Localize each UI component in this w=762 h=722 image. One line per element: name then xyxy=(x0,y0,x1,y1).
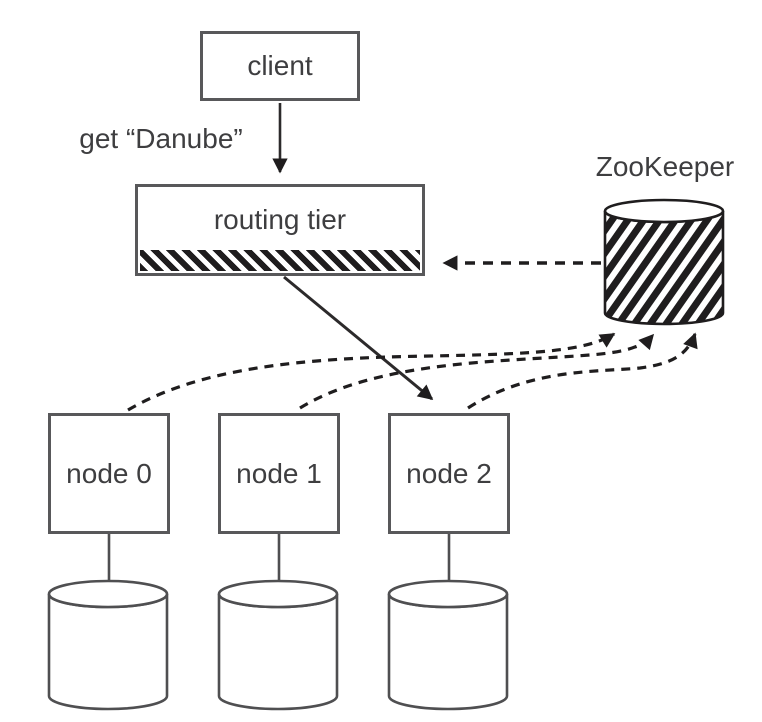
client-box: client xyxy=(200,31,360,101)
zookeeper-cylinder-icon xyxy=(603,198,725,326)
node2-to-zookeeper-dashed-arrow xyxy=(467,332,698,410)
routing-tier-box: routing tier xyxy=(135,184,425,276)
routing-to-node2-arrow xyxy=(283,275,434,401)
partition-assignment-hatch-band xyxy=(140,250,420,271)
zookeeper-label: ZooKeeper xyxy=(595,151,735,182)
routing-tier-label: routing tier xyxy=(213,204,347,235)
node0-label: node 0 xyxy=(66,457,152,489)
client-label: client xyxy=(247,50,313,81)
node2-datastore-cylinder-icon xyxy=(387,579,509,711)
node0-box: node 0 xyxy=(48,413,170,534)
node0-datastore-cylinder-icon xyxy=(47,579,169,711)
node1-box: node 1 xyxy=(218,413,340,534)
request-label: get “Danube” xyxy=(79,123,243,154)
node1-to-zookeeper-dashed-arrow xyxy=(299,333,655,410)
node0-to-zookeeper-dashed-arrow xyxy=(127,332,616,412)
node1-label: node 1 xyxy=(236,457,322,489)
node1-datastore-cylinder-icon xyxy=(217,579,339,711)
node2-label: node 2 xyxy=(406,457,492,489)
node2-box: node 2 xyxy=(388,413,510,534)
